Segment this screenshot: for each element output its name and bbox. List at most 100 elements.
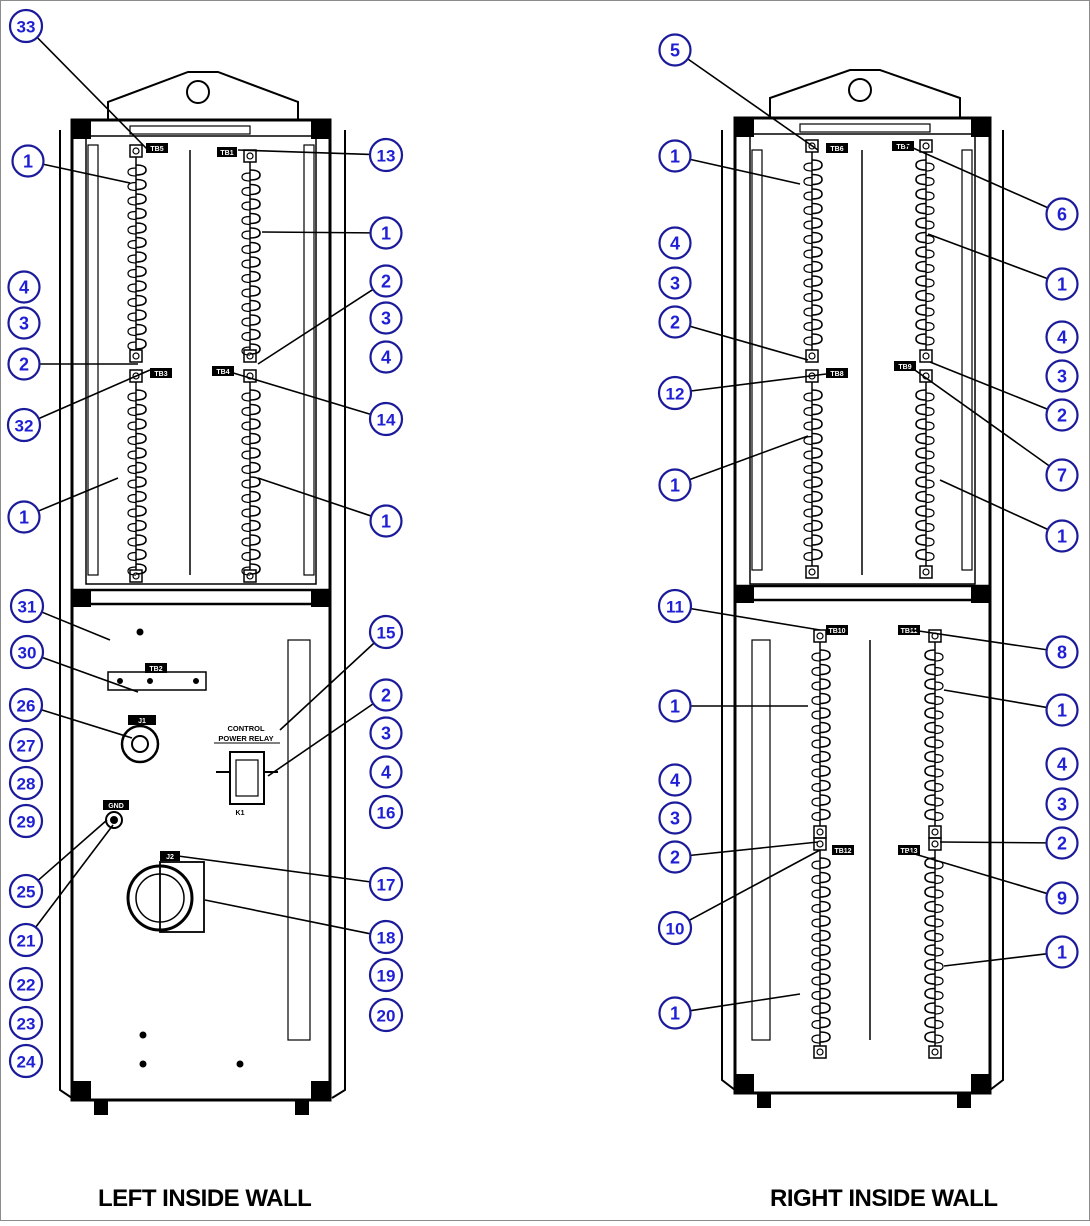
- leader-line: [41, 656, 139, 693]
- leader-line: [204, 899, 371, 935]
- right-strip-upper-3: [915, 139, 935, 363]
- svg-text:4: 4: [670, 234, 680, 254]
- tag-tb12: TB12: [832, 845, 854, 855]
- svg-text:3: 3: [670, 274, 680, 294]
- left-wall-right-callout: 20: [368, 997, 404, 1033]
- left-wall-left-callout: 25: [8, 873, 44, 909]
- leader-line: [689, 435, 809, 481]
- svg-text:11: 11: [666, 598, 684, 617]
- left-enclosure: [70, 118, 332, 1102]
- right-strip-upper-2: [803, 369, 823, 579]
- leader-line: [42, 163, 131, 184]
- left-wall-right-callout: 19: [368, 957, 404, 993]
- svg-text:4: 4: [381, 348, 391, 368]
- svg-text:23: 23: [17, 1015, 36, 1034]
- leader-line: [911, 367, 1050, 467]
- leader-line: [267, 703, 374, 777]
- left-wall-right-callout: 2: [369, 264, 403, 298]
- tag-tb8: TB8: [826, 368, 848, 378]
- right-wall-left-callout: 1: [658, 468, 692, 502]
- right-wall-drawing: [721, 69, 1004, 1108]
- tag-tb7: TB7: [892, 141, 914, 151]
- right-wall-left-callout: 12: [657, 375, 693, 411]
- right-wall-left-callout: 3: [658, 266, 692, 300]
- svg-text:4: 4: [670, 771, 680, 791]
- svg-text:1: 1: [670, 147, 680, 167]
- right-lifting-bracket: [769, 69, 961, 118]
- right-wall-right-callout: 1: [1045, 519, 1079, 553]
- leader-line: [35, 824, 114, 928]
- svg-text:TB5: TB5: [150, 146, 163, 153]
- left-wall-left-callout: 21: [8, 922, 44, 958]
- svg-text:1: 1: [1057, 275, 1067, 295]
- svg-text:TB6: TB6: [830, 146, 843, 153]
- svg-text:19: 19: [377, 967, 396, 986]
- left-wall-left-callout: 28: [8, 765, 44, 801]
- svg-text:TB8: TB8: [830, 371, 843, 378]
- right-wall-left-callout: 1: [658, 689, 692, 723]
- right-strip-lower-4: [924, 837, 944, 1059]
- left-wall-right-callout: 18: [368, 919, 404, 955]
- right-wall-right-callout: 1: [1045, 693, 1079, 727]
- svg-text:14: 14: [377, 411, 396, 430]
- left-strip-tb3: [127, 369, 147, 583]
- svg-text:28: 28: [17, 775, 36, 794]
- svg-text:POWER RELAY: POWER RELAY: [218, 734, 273, 743]
- leader-line: [943, 953, 1047, 967]
- svg-text:1: 1: [1057, 701, 1067, 721]
- left-wall-right-callout: 14: [368, 401, 404, 437]
- left-wall-left-callout: 4: [7, 270, 41, 304]
- leader-line: [229, 371, 371, 416]
- left-wall-left-callout: 30: [9, 634, 45, 670]
- left-wall-right-callout: 2: [369, 678, 403, 712]
- right-wall-right-callout: 9: [1045, 881, 1079, 915]
- leader-lines: [35, 36, 1050, 1012]
- svg-text:TB1: TB1: [220, 150, 233, 157]
- svg-text:18: 18: [377, 929, 396, 948]
- svg-text:22: 22: [17, 976, 36, 995]
- left-wall-left-callout: 29: [8, 803, 44, 839]
- left-wall-caption: LEFT INSIDE WALL: [98, 1185, 312, 1212]
- tag-tb3: TB3: [150, 368, 172, 378]
- svg-text:TB10: TB10: [828, 628, 845, 635]
- tag-tb6: TB6: [826, 143, 848, 153]
- leader-line: [690, 373, 827, 392]
- right-wall-left-callout: 1: [658, 996, 692, 1030]
- right-wall-right-callout: 3: [1045, 787, 1079, 821]
- leader-line: [37, 819, 108, 882]
- svg-text:CONTROL: CONTROL: [227, 724, 264, 733]
- leader-line: [38, 477, 119, 512]
- right-wall-left-callout: 2: [658, 305, 692, 339]
- svg-text:1: 1: [670, 476, 680, 496]
- right-wall-left-callout: 1: [658, 139, 692, 173]
- left-wall-right-callout: 1: [369, 216, 403, 250]
- tag-tb11: TB11: [898, 625, 920, 635]
- right-wall-left-callout: 4: [658, 763, 692, 797]
- svg-text:TB12: TB12: [834, 848, 851, 855]
- right-wall-left-callout: 10: [657, 910, 693, 946]
- left-wall-right-callout: 13: [368, 137, 404, 173]
- svg-text:1: 1: [19, 508, 29, 528]
- svg-text:1: 1: [670, 1004, 680, 1024]
- left-wall-left-callout: 24: [8, 1043, 44, 1079]
- svg-text:29: 29: [17, 813, 36, 832]
- left-wall-right-callout: 1: [369, 504, 403, 538]
- svg-text:5: 5: [670, 41, 680, 61]
- leader-line: [261, 231, 371, 234]
- leader-line: [690, 607, 821, 631]
- leader-line: [939, 479, 1049, 531]
- svg-text:4: 4: [1057, 755, 1067, 775]
- svg-text:TB3: TB3: [154, 371, 167, 378]
- svg-text:24: 24: [17, 1053, 36, 1072]
- svg-text:3: 3: [1057, 367, 1067, 387]
- svg-text:2: 2: [381, 686, 391, 706]
- svg-text:4: 4: [19, 278, 29, 298]
- svg-text:10: 10: [666, 920, 685, 939]
- svg-text:TB2: TB2: [149, 666, 162, 673]
- right-enclosure: [733, 116, 992, 1095]
- left-wall-left-callout: 27: [8, 727, 44, 763]
- leader-line: [687, 58, 819, 151]
- svg-text:3: 3: [1057, 795, 1067, 815]
